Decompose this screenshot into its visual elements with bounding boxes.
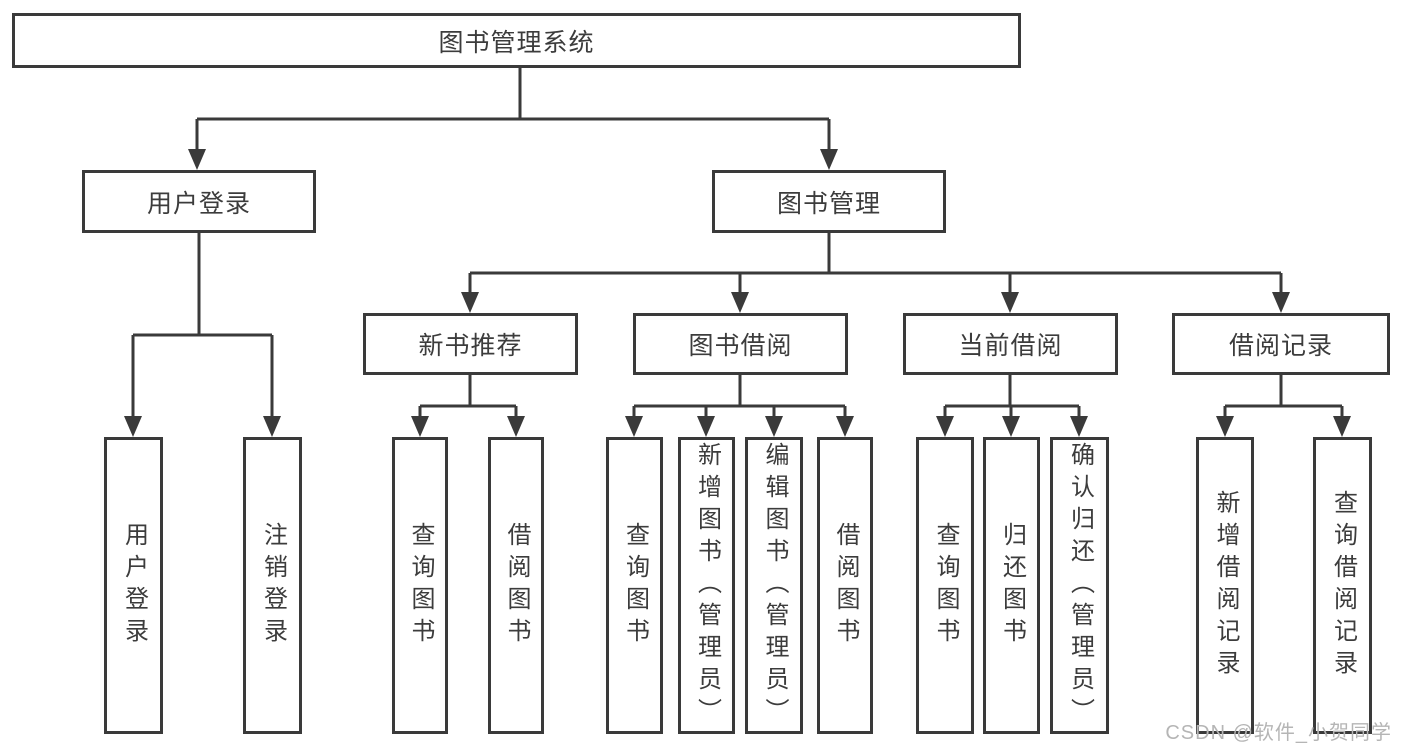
leaf-query-books-current: 查询图书 [916,437,974,734]
leaf-add-book-admin: 新增图书（管理员） [678,437,735,734]
node-book-borrow: 图书借阅 [633,313,848,375]
leaf-confirm-return-admin: 确认归还（管理员） [1050,437,1109,734]
leaf-query-borrow-record: 查询借阅记录 [1313,437,1372,734]
connector-book-management [468,233,1283,295]
leaf-borrow-books-recommend: 借阅图书 [488,437,544,734]
leaf-query-books-borrow: 查询图书 [606,437,663,734]
leaf-logout: 注销登录 [243,437,302,734]
leaf-return-book: 归还图书 [983,437,1040,734]
leaf-borrow-books: 借阅图书 [817,437,873,734]
connector-borrow-records [1223,375,1344,419]
connector-new-book-recommend [418,375,518,419]
connector-book-borrow [632,375,847,419]
leaf-add-borrow-record: 新增借阅记录 [1196,437,1254,734]
leaf-user-login: 用户登录 [104,437,163,734]
node-new-book-recommend: 新书推荐 [363,313,578,375]
arrowheads [124,149,1351,437]
connector-user-login [131,233,274,419]
node-book-management: 图书管理 [712,170,946,233]
leaf-query-books-recommend: 查询图书 [392,437,448,734]
node-library-system: 图书管理系统 [12,13,1021,68]
connector-current-borrow [943,375,1081,419]
node-current-borrow: 当前借阅 [903,313,1118,375]
watermark: CSDN @软件_小贺同学 [1165,722,1392,744]
connector-root [195,68,831,152]
node-user-login: 用户登录 [82,170,316,233]
leaf-edit-book-admin: 编辑图书（管理员） [745,437,803,734]
node-borrow-records: 借阅记录 [1172,313,1390,375]
